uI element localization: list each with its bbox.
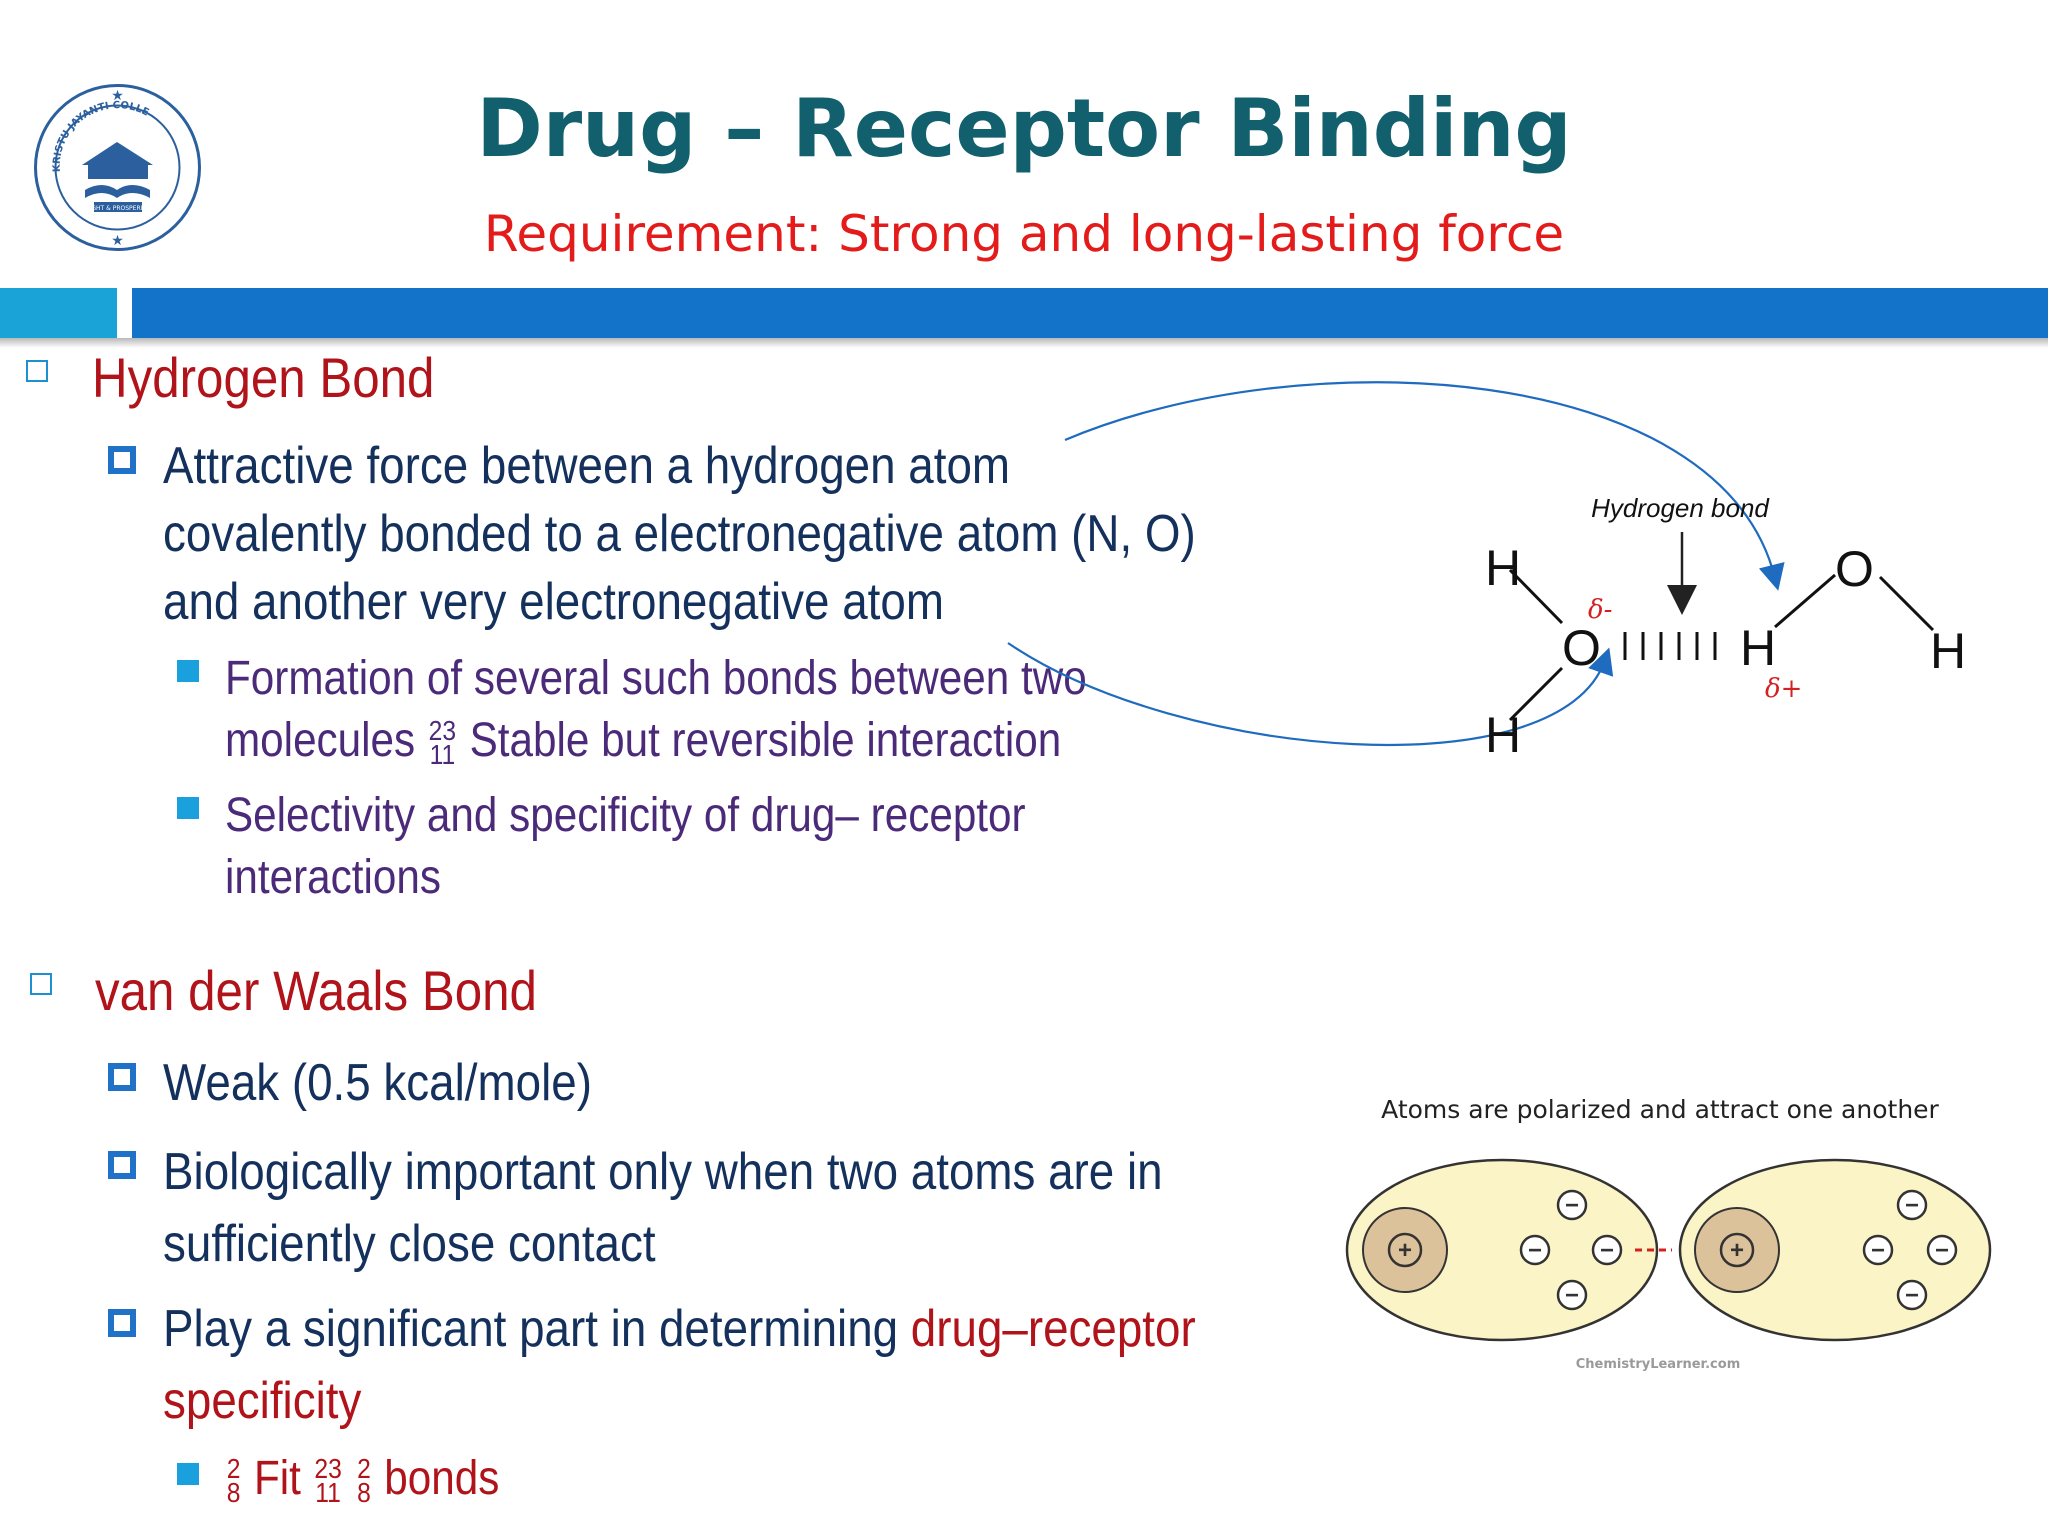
svg-text:−: − (1871, 1237, 1885, 1264)
bullet-line: Play a significant part in determining d… (163, 1293, 1196, 1365)
slide-title: Drug – Receptor Binding (476, 82, 1572, 175)
sub-bullet-selectivity: Selectivity and specificity of drug– rec… (225, 785, 1135, 909)
bullet-box-icon (30, 973, 52, 995)
college-logo: KRISTU JAYANTI COLLEGE LIGHT & PROSPERIT… (26, 72, 205, 255)
bullet-text-highlight: specificity (163, 1372, 362, 1430)
bullet-line: sufficiently close contact (163, 1215, 656, 1273)
hydrogen-bond-dashes (1623, 632, 1717, 660)
covalent-bond (1508, 568, 1564, 625)
atom-o: O (1835, 541, 1874, 597)
svg-text:−: − (1565, 1282, 1579, 1309)
covalent-bond (1878, 575, 1935, 632)
bullet-box-icon (108, 1151, 136, 1179)
annotation-arrow (1007, 642, 1614, 747)
sub-bullet-formation: Formation of several such bonds between … (225, 648, 1204, 772)
delta-plus-label: δ+ (1765, 674, 1802, 704)
bullet-text: Play a significant part in determining (163, 1300, 911, 1358)
svg-text:−: − (1528, 1237, 1542, 1264)
atom-h: H (1930, 623, 1966, 679)
atom-h: H (1740, 620, 1776, 676)
covalent-bond (1508, 666, 1564, 722)
sub-bullet-text: Stable but reversible interaction (469, 714, 1062, 767)
svg-text:★: ★ (111, 87, 124, 103)
van-der-waals-diagram: Atoms are polarized and attract one anot… (1345, 1095, 1992, 1372)
bullet-line: covalently bonded to a electronegative a… (163, 505, 1196, 563)
sub-bullet-text: Fit (253, 1452, 301, 1505)
bullet-specificity: Play a significant part in determining d… (163, 1293, 1337, 1437)
bullet-weak: Weak (0.5 kcal/mole) (163, 1054, 592, 1112)
bullet-box-icon (108, 446, 136, 474)
hydrogen-bond-label: Hydrogen bond (1591, 493, 1770, 523)
header-bar-accent (0, 288, 117, 338)
sub-bullet-text: molecules (225, 714, 416, 767)
atom-o: O (1562, 620, 1601, 676)
bullet-square-icon (177, 660, 199, 682)
svg-text:−: − (1565, 1192, 1579, 1219)
sub-bullet-line: interactions (225, 851, 442, 904)
vdw-caption: Atoms are polarized and attract one anot… (1381, 1095, 1939, 1124)
electron-icons: − − − − (1862, 1189, 1958, 1311)
bullet-line: and another very electronegative atom (163, 573, 944, 631)
bullet-hydrogen-definition: Attractive force between a hydrogen atom… (163, 432, 1337, 636)
electron-icons: − − − − (1519, 1189, 1623, 1311)
section-heading-hydrogen: Hydrogen Bond (92, 346, 435, 409)
svg-text:−: − (1905, 1192, 1919, 1219)
sub-bullet-text: bonds (384, 1452, 500, 1505)
atom-h: H (1485, 540, 1521, 596)
annotation-arrow (1064, 381, 1785, 591)
sub-bullet-line: Selectivity and specificity of drug– rec… (225, 789, 1026, 842)
image-credit: ChemistryLearner.com (1576, 1357, 1741, 1372)
header-bar-shadow (0, 338, 2048, 348)
svg-text:−: − (1600, 1237, 1614, 1264)
bullet-square-icon (177, 1463, 199, 1485)
bullet-line: Attractive force between a hydrogen atom (163, 437, 1011, 495)
svg-text:−: − (1935, 1237, 1949, 1264)
covalent-bond (1774, 573, 1836, 629)
slide-subtitle: Requirement: Strong and long-lasting for… (483, 205, 1565, 263)
bullet-biologically-important: Biologically important only when two ato… (163, 1136, 1299, 1280)
sub-bullet-line: Formation of several such bonds between … (225, 652, 1087, 705)
bullet-box-icon (26, 360, 48, 382)
svg-text:★: ★ (111, 232, 124, 248)
bullet-box-icon (108, 1309, 136, 1337)
svg-text:−: − (1905, 1282, 1919, 1309)
plus-icon: + (1398, 1237, 1412, 1264)
bullet-text-highlight: drug–receptor (910, 1300, 1196, 1358)
bullet-box-icon (108, 1063, 136, 1091)
delta-minus-label: δ- (1588, 595, 1612, 625)
nucleus (1362, 1207, 1448, 1293)
nucleus (1694, 1207, 1780, 1293)
section-heading-vdw: van der Waals Bond (95, 959, 537, 1022)
logo-motto: LIGHT & PROSPERITY (86, 205, 150, 212)
plus-icon: + (1730, 1237, 1744, 1264)
bullet-square-icon (177, 797, 199, 819)
bullet-line: Biologically important only when two ato… (163, 1143, 1163, 1201)
header-bar (132, 288, 2048, 338)
